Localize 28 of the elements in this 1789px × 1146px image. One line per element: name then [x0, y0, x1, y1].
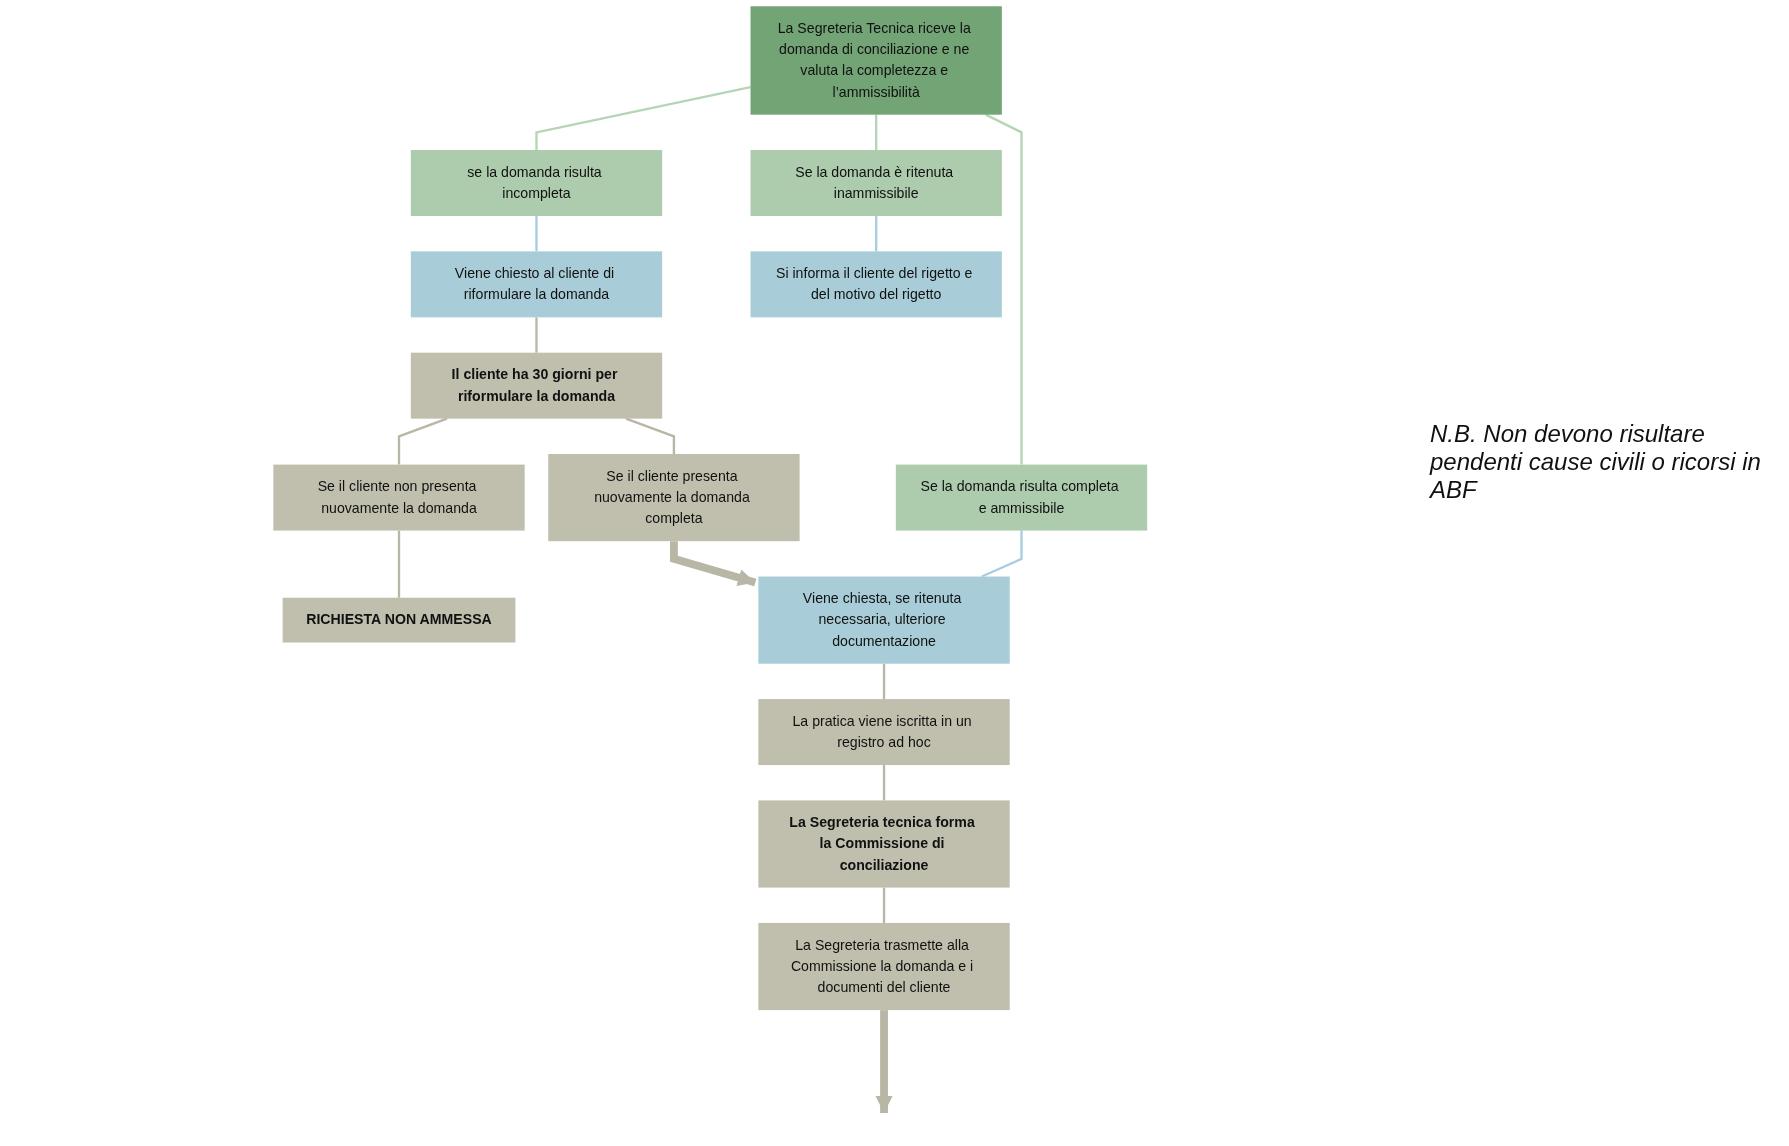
node-box: Il cliente ha 30 giorni per riformulare la domanda	[410, 352, 662, 419]
connector	[625, 417, 675, 454]
node-box: La pratica viene iscritta in un registro ad hoc	[758, 699, 1010, 766]
node-box: Se il cliente non presenta nuovamente la domanda	[273, 464, 525, 531]
connector	[874, 114, 878, 150]
connector	[397, 530, 400, 598]
node-box: La Segreteria trasmette alla Commissione la domanda e i documenti del cliente	[758, 922, 1010, 1011]
connector	[535, 85, 751, 150]
node-box: Viene chiesta, se ritenuta necessaria, ulteriore documentazione	[758, 576, 1010, 664]
arrow	[669, 541, 757, 587]
node-box: RICHIESTA NON AMMESSA	[282, 597, 516, 643]
node-box: Viene chiesto al cliente di riformulare la domanda	[410, 251, 662, 318]
node-box: Se il cliente presenta nuovamente la domanda completa	[548, 454, 800, 542]
connector	[985, 113, 1023, 465]
connector	[882, 887, 885, 923]
node-box: se la domanda risulta incompleta	[410, 150, 662, 216]
note-text: N.B. Non devono risultare pendenti cause civili o ricorsi in ABF	[1430, 420, 1762, 504]
connector	[874, 216, 878, 252]
node-box: Se la domanda risulta completa e ammissibile	[895, 464, 1147, 531]
node-box: Se la domanda è ritenuta inammissibile	[750, 150, 1002, 216]
connector	[882, 663, 885, 700]
connector	[535, 216, 538, 252]
connector	[397, 417, 448, 465]
node-box: La Segreteria tecnica forma la Commissione di conciliazione	[758, 800, 1010, 888]
node-box: Si informa il cliente del rigetto e del motivo del rigetto	[750, 251, 1002, 318]
node-box: La Segreteria Tecnica riceve la domanda di conciliazione e ne valuta la completezza e l’ammissibilità	[750, 6, 1002, 115]
connector	[882, 765, 885, 801]
connector	[535, 317, 538, 353]
